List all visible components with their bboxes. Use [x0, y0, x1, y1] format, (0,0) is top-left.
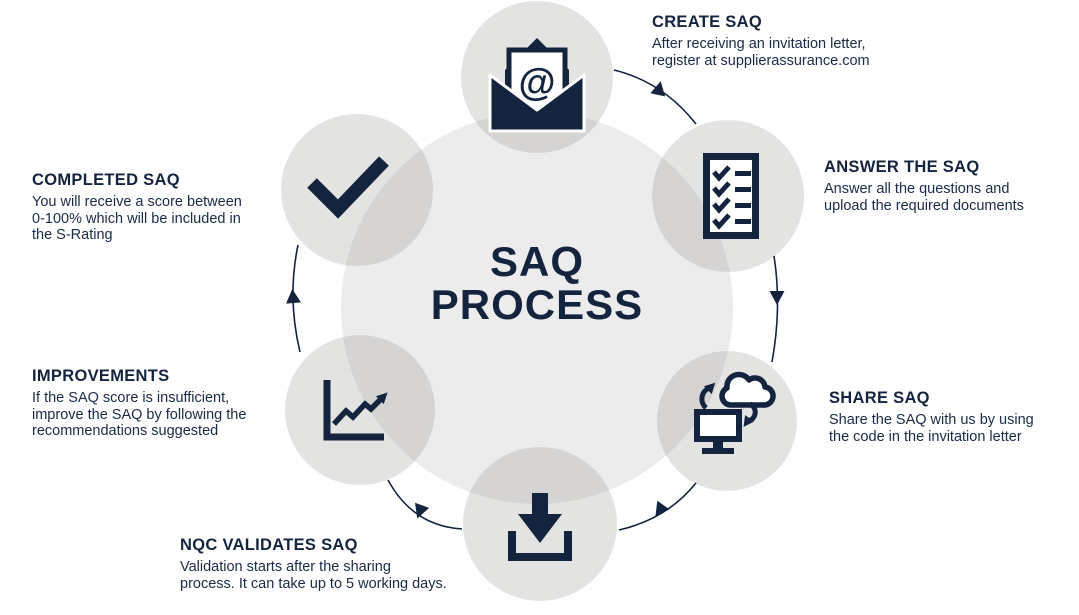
flow-arc-create-to-answer: [613, 69, 697, 125]
center-title-line2: PROCESS: [430, 281, 644, 328]
step-text-answer: ANSWER THE SAQ Answer all the questions …: [824, 158, 1079, 214]
download-icon: [508, 493, 572, 561]
step-description: You will receive a score between 0-100% …: [32, 194, 242, 243]
flow-arrowhead-2: [769, 291, 785, 305]
step-text-nqc: NQC VALIDATES SAQ Validation starts afte…: [180, 536, 480, 592]
flow-arrowhead-5: [286, 289, 301, 304]
cloud-sync-monitor-icon: [694, 371, 776, 454]
step-text-share: SHARE SAQ Share the SAQ with us by using…: [829, 389, 1079, 445]
step-title: SHARE SAQ: [829, 389, 930, 407]
step-description: After receiving an invitation letter, re…: [652, 36, 870, 69]
step-description: Answer all the questions and upload the …: [824, 181, 1024, 214]
step-title: COMPLETED SAQ: [32, 171, 180, 189]
flow-arc-answer-to-share: [771, 255, 779, 363]
step-text-create: CREATE SAQ After receiving an invitation…: [652, 13, 942, 69]
center-title-line1: SAQ: [489, 238, 584, 285]
envelope-at-icon: @: [488, 38, 586, 133]
step-description: Share the SAQ with us by using the code …: [829, 412, 1034, 445]
step-title: ANSWER THE SAQ: [824, 158, 980, 176]
flow-arc-nqc-to-improve: [387, 479, 463, 530]
center-circle: [341, 112, 733, 504]
at-symbol: @: [518, 62, 555, 104]
checkmark-icon: [307, 156, 389, 219]
flow-arrowhead-3: [655, 500, 670, 517]
step-description: Validation starts after the sharing proc…: [180, 559, 447, 592]
checklist-icon: [703, 153, 759, 239]
step-text-completed: COMPLETED SAQ You will receive a score b…: [32, 171, 292, 244]
flow-arrowhead-1: [650, 81, 666, 97]
step-title: CREATE SAQ: [652, 13, 762, 31]
step-description: If the SAQ score is insufficient, improv…: [32, 390, 247, 439]
step-title: NQC VALIDATES SAQ: [180, 536, 358, 554]
center-title: SAQ PROCESS: [387, 240, 687, 326]
step-text-improvements: IMPROVEMENTS If the SAQ score is insuffi…: [32, 367, 292, 440]
step-title: IMPROVEMENTS: [32, 367, 170, 385]
flow-arrowhead-4: [415, 502, 430, 519]
